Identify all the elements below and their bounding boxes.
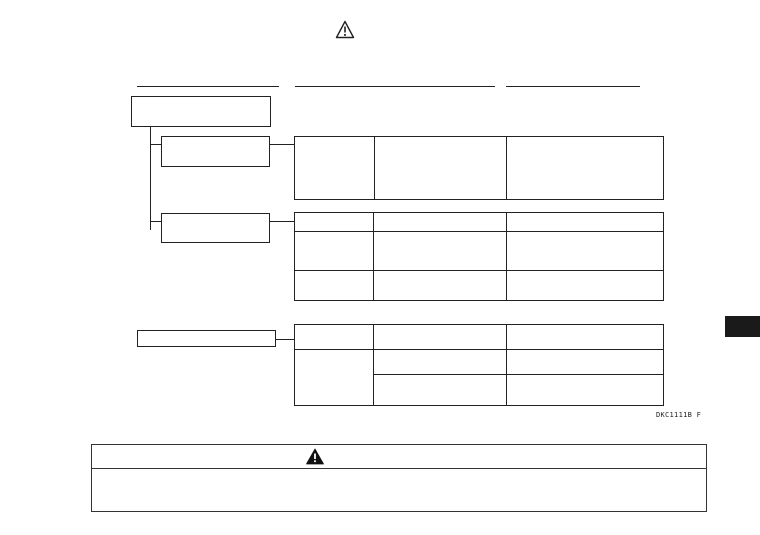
second-category-connector (276, 339, 295, 340)
tree-trunk-line (150, 127, 151, 230)
table-b-row-divider-1 (294, 231, 664, 232)
table-b-col-divider-1 (373, 212, 374, 301)
table-a-col-divider-2 (506, 136, 507, 200)
root-category-box (131, 96, 271, 127)
table-a (294, 136, 664, 200)
table-c-col-divider-1 (373, 324, 374, 406)
branch-2-connector (150, 221, 162, 222)
table-c-row-divider (373, 374, 664, 375)
warning-panel-divider (91, 468, 707, 469)
table-c-header-divider (294, 349, 664, 350)
warning-triangle-icon (306, 448, 324, 465)
table-c-col-divider-2 (506, 324, 507, 406)
figure-code: DKC1111B F (656, 411, 702, 419)
table-a-col-divider-1 (374, 136, 375, 200)
table-b (294, 212, 664, 301)
second-category-box (137, 330, 276, 347)
warning-panel (91, 444, 707, 512)
table-c (294, 324, 664, 406)
section-side-tab (725, 316, 760, 337)
table-b-row-divider-2 (294, 270, 664, 271)
column-header-line-2 (295, 86, 495, 87)
column-header-line-3 (506, 86, 640, 87)
branch-1-to-table-connector (270, 144, 295, 145)
branch-1-connector (150, 144, 162, 145)
caution-triangle-icon (335, 20, 355, 39)
branch-1-box (161, 136, 270, 167)
column-header-line-1 (137, 86, 279, 87)
branch-2-box (161, 213, 270, 243)
table-b-col-divider-2 (506, 212, 507, 301)
branch-2-to-table-connector (270, 221, 295, 222)
